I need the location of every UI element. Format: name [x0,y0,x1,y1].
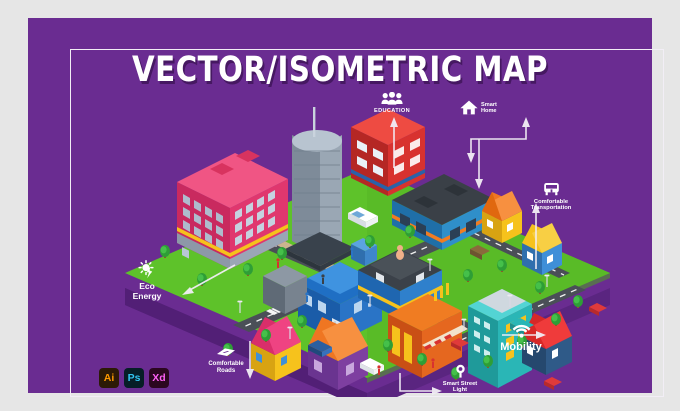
building-grey-left [263,265,307,314]
wifi-icon [512,324,530,338]
callout-roads: Comfortable Roads [186,346,266,374]
isometric-city-map [70,73,664,397]
callout-mobility-line1: Mobility [500,341,542,353]
vehicle-car-red-3 [589,303,607,316]
callout-street-light-line1: Smart Street [442,381,478,387]
building-center-office [358,245,442,319]
building-pink-office-tower [177,150,288,269]
vehicle-truck-blue [308,340,332,357]
poster-panel: VECTOR/ISOMETRIC MAP [28,18,664,397]
callout-education: Education [358,92,426,114]
callout-street-light-line2: Light [452,387,468,394]
house-pink-left [251,316,301,381]
adobe-illustrator-label: Ai [103,372,115,384]
house-blue-east [522,223,562,275]
adobe-xd-label: Xd [152,372,166,384]
bus-icon [543,183,559,196]
building-teal-office [468,289,532,388]
sun-bolt-icon [138,260,154,279]
house-yellow-north [482,191,522,243]
vehicle-car-red-2 [544,377,562,390]
building-orange-market [388,283,468,378]
road-card-icon [217,348,235,356]
callout-smart-home-line2: Home [481,108,497,115]
house-red-roof [522,311,572,375]
adobe-photoshop-badge[interactable]: Ps [124,368,144,388]
callout-mobility: Mobility [478,324,564,353]
callout-smart-home-line1: Smart [481,102,497,108]
adobe-illustrator-badge[interactable]: Ai [99,368,119,388]
page-title: VECTOR/ISOMETRIC MAP [132,50,548,90]
street-lamp-icon [455,364,465,378]
callout-roads-line1: Comfortable [208,361,244,367]
people-group-icon [381,92,403,105]
callout-education-line1: Education [374,108,410,114]
callout-street-light: Smart Street Light [422,364,498,394]
callout-transportation-line2: Transportation [530,205,572,212]
vehicle-bus [348,207,378,228]
map-people [276,247,435,375]
callout-transportation-line1: Comfortable [533,199,569,205]
adobe-xd-badge[interactable]: Xd [149,368,169,388]
vehicle-car-red-1 [451,338,469,351]
adobe-photoshop-label: Ps [127,372,141,384]
callout-roads-line2: Roads [216,367,236,374]
callout-transportation: Comfortable Transportation [508,182,594,212]
callout-smart-home: Smart Home [460,100,534,115]
building-grey-round-tower [285,107,355,271]
callout-eco-energy: Eco Energy [110,260,184,301]
vehicle-truck-brown [470,245,490,260]
callout-eco-energy-line2: Energy [132,290,162,301]
callout-eco-energy-line1: Eco [139,281,155,291]
house-icon [460,100,478,115]
map-svg [125,107,610,397]
building-red-block [351,109,425,196]
